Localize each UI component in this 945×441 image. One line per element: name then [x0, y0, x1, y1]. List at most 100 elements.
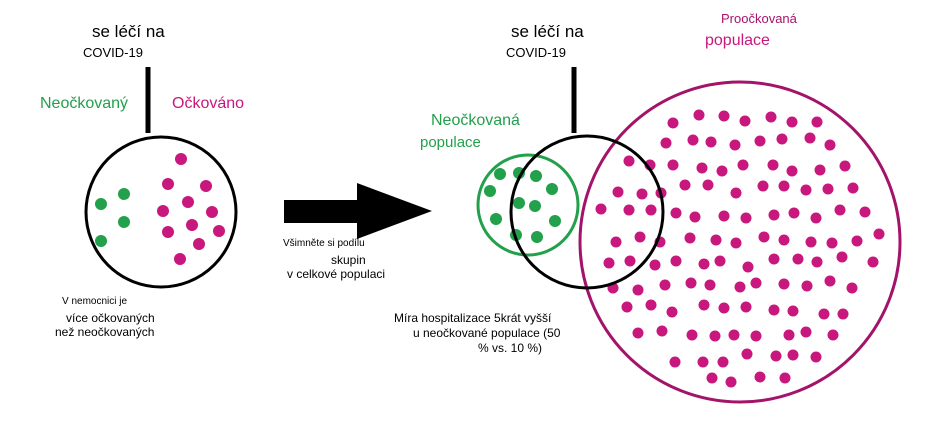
vaccinated-dot — [873, 228, 885, 240]
vaccinated-dot — [623, 155, 635, 167]
vaccinated-dot — [705, 136, 717, 148]
left-label-vaccinated: Očkováno — [172, 95, 245, 112]
unvaccinated-dot — [530, 170, 542, 182]
vaccinated-dot — [697, 356, 709, 368]
unvaccinated-dot — [529, 200, 541, 212]
vaccinated-dot — [750, 330, 762, 342]
vaccinated-dot — [684, 232, 696, 244]
vaccinated-dot — [824, 139, 836, 151]
vaccinated-dot — [836, 251, 848, 263]
vaccinated-dot — [822, 183, 834, 195]
vaccinated-dot — [867, 256, 879, 268]
right-label-vaccinated-line2: populace — [705, 32, 770, 49]
vaccinated-dot — [847, 182, 859, 194]
vaccinated-dot — [778, 234, 790, 246]
right-label-unvaccinated-line2: populace — [420, 134, 481, 151]
vaccinated-dot — [710, 234, 722, 246]
vaccinated-dot — [706, 372, 718, 384]
vaccinated-dot — [162, 226, 174, 238]
vaccinated-dot — [645, 204, 657, 216]
vaccinated-dot — [776, 133, 788, 145]
vaccinated-dot — [157, 205, 169, 217]
vaccinated-dot — [859, 206, 871, 218]
vaccinated-dot — [729, 139, 741, 151]
vaccinated-dot — [656, 325, 668, 337]
vaccinated-dot — [788, 207, 800, 219]
unvaccinated-population-dots — [484, 167, 561, 243]
vaccinated-dot — [837, 308, 849, 320]
vaccinated-dot — [670, 255, 682, 267]
arrow-caption-line3: v celkové populaci — [287, 267, 386, 281]
vaccinated-population-dots — [595, 109, 885, 388]
vaccinated-dot — [818, 308, 830, 320]
vaccinated-dot — [193, 238, 205, 250]
right-note-line1: Míra hospitalizace 5krát vyšší — [394, 311, 552, 325]
vaccinated-dot — [659, 279, 671, 291]
vaccinated-dot — [770, 350, 782, 362]
vaccinated-dot — [779, 372, 791, 384]
vaccinated-dot — [739, 115, 751, 127]
vaccinated-dot — [693, 109, 705, 121]
vaccinated-dot — [811, 256, 823, 268]
vaccinated-dot — [728, 329, 740, 341]
vaccinated-dot — [645, 299, 657, 311]
vaccinated-dot — [778, 278, 790, 290]
vaccinated-dot — [702, 179, 714, 191]
vaccinated-dot — [786, 116, 798, 128]
right-note-line3: % vs. 10 %) — [478, 341, 543, 355]
unvaccinated-dot — [546, 183, 558, 195]
vaccinated-dot — [826, 237, 838, 249]
vaccinated-dot — [730, 237, 742, 249]
unvaccinated-dot — [484, 185, 496, 197]
arrow-icon — [284, 183, 432, 239]
vaccinated-dot — [612, 186, 624, 198]
vaccinated-dot — [174, 253, 186, 265]
vaccinated-dot — [786, 165, 798, 177]
vaccinated-dot — [632, 327, 644, 339]
unvaccinated-dot — [549, 215, 561, 227]
vaccinated-dot — [824, 275, 836, 287]
vaccinated-dot — [804, 132, 816, 144]
vaccinated-dot — [718, 110, 730, 122]
vaccinated-dot — [660, 137, 672, 149]
vaccinated-dot — [162, 178, 174, 190]
vaccinated-dot — [754, 371, 766, 383]
vaccinated-dot — [740, 301, 752, 313]
vaccinated-dot — [206, 206, 218, 218]
right-hospital-circle — [509, 134, 665, 290]
right-note-line2: u neočkované populace (50 — [413, 326, 561, 340]
vaccinated-dot — [730, 187, 742, 199]
vaccinated-dot — [834, 204, 846, 216]
vaccinated-dot — [718, 302, 730, 314]
vaccinated-dot — [765, 111, 777, 123]
vaccinated-dot — [851, 235, 863, 247]
vaccinated-dot — [666, 306, 678, 318]
left-header-line2: COVID-19 — [83, 45, 143, 60]
vaccinated-dot — [750, 277, 762, 289]
vaccinated-dot — [814, 164, 826, 176]
vaccinated-dot — [200, 180, 212, 192]
vaccinated-dot — [687, 134, 699, 146]
vaccinated-dot — [800, 184, 812, 196]
vaccinated-dot — [787, 349, 799, 361]
vaccinated-dot — [839, 160, 851, 172]
unvaccinated-dot — [95, 198, 107, 210]
vaccinated-dot — [709, 330, 721, 342]
vaccinated-dot — [698, 258, 710, 270]
vaccinated-dot — [649, 259, 661, 271]
vaccinated-dot — [632, 284, 644, 296]
unvaccinated-dot — [513, 197, 525, 209]
right-label-unvaccinated-line1: Neočkovaná — [431, 112, 520, 129]
vaccinated-dot — [717, 356, 729, 368]
vaccinated-dot — [667, 159, 679, 171]
vaccinated-dot — [669, 356, 681, 368]
left-label-unvaccinated: Neočkovaný — [40, 95, 129, 112]
vaccinated-dot — [679, 179, 691, 191]
left-note-line1: V nemocnici je — [62, 296, 128, 307]
left-hospital-circle — [84, 135, 238, 289]
left-note-line2: více očkovaných — [66, 311, 155, 325]
vaccinated-dot — [767, 159, 779, 171]
left-note-line3: než neočkovaných — [55, 325, 155, 339]
right-header-line2: COVID-19 — [506, 45, 566, 60]
